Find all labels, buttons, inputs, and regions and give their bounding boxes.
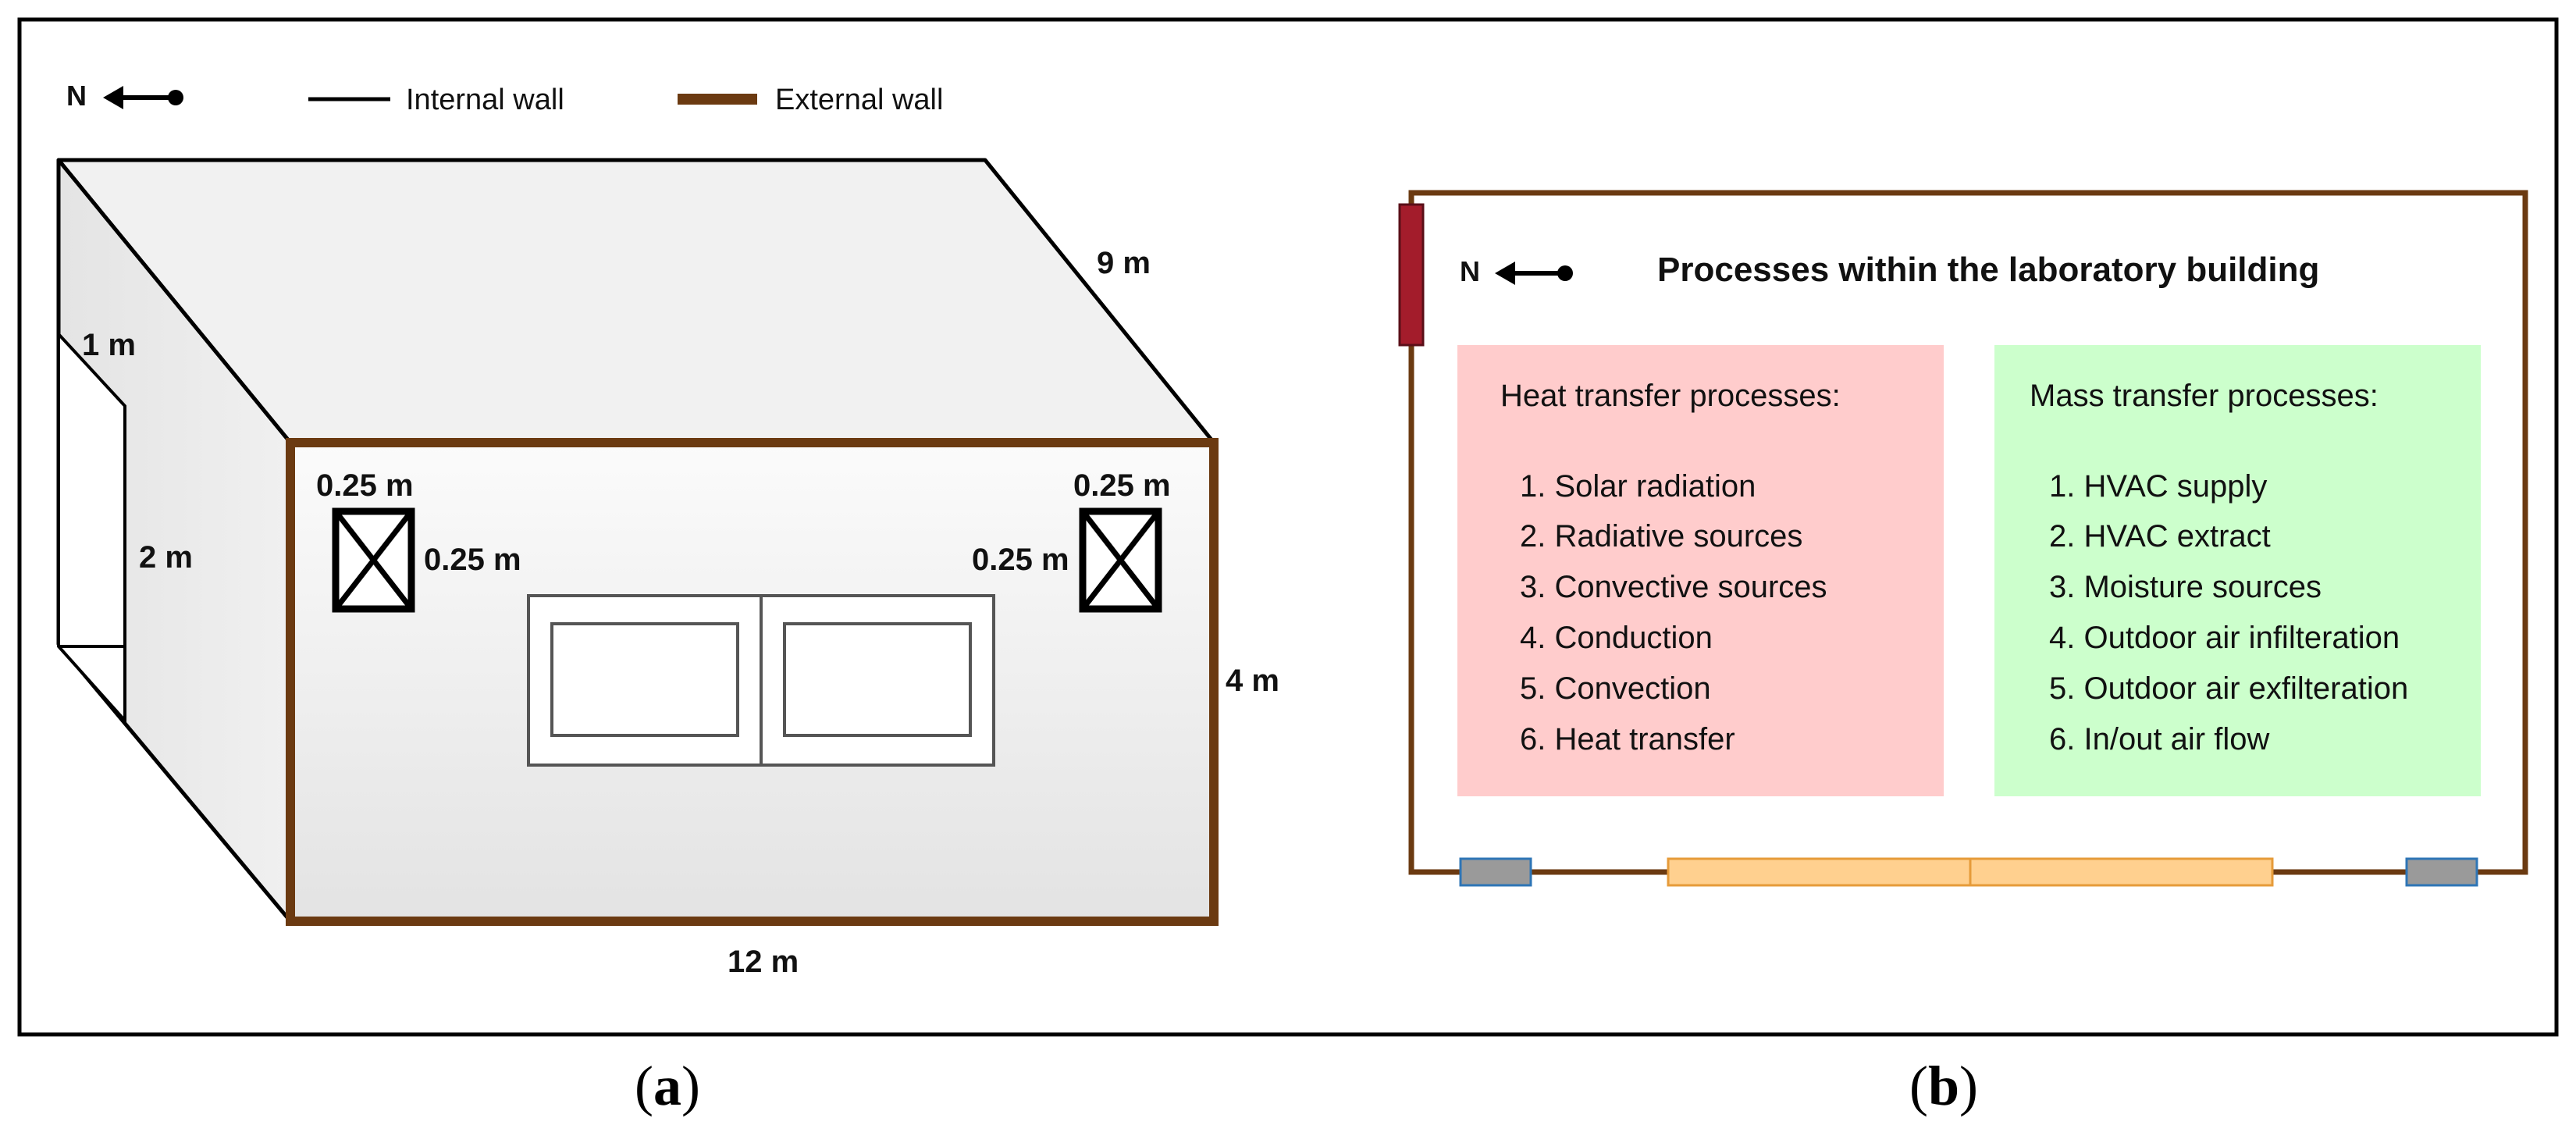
mass-item: 6. In/out air flow [2049, 722, 2269, 756]
dim-width: 12 m [728, 945, 799, 979]
heat-list: 1. Solar radiation 2. Radiative sources … [1520, 469, 1827, 756]
plan-window-left [1667, 857, 1972, 887]
heat-item: 3. Convective sources [1520, 570, 1827, 604]
vent-left-icon [332, 507, 415, 613]
heat-item: 5. Convection [1520, 671, 1711, 706]
plan-door [1398, 203, 1425, 347]
heat-item: 6. Heat transfer [1520, 722, 1735, 756]
side-door [57, 329, 126, 725]
dim-vent-left-top: 0.25 m [316, 468, 414, 503]
dim-height: 4 m [1226, 664, 1279, 698]
plan-north-label: N [1460, 255, 1480, 287]
heat-box [1457, 345, 1944, 796]
legend-north-label: N [66, 80, 87, 112]
dim-vent-right-top: 0.25 m [1073, 468, 1171, 503]
plan-vent-right [2405, 857, 2478, 887]
legend-external-wall: External wall [775, 84, 943, 116]
plan-vent-left [1459, 857, 1532, 887]
vent-right-icon [1079, 507, 1162, 613]
figure-frame [17, 17, 2559, 1037]
front-window [527, 594, 995, 767]
plan-title: Processes within the laboratory building [1657, 251, 2319, 289]
dim-door-height: 2 m [139, 540, 193, 575]
north-arrow-icon [103, 86, 183, 109]
caption-a-open: ( [635, 1055, 653, 1117]
legend: N Internal wall External wall [66, 80, 943, 116]
legend-internal-wall: Internal wall [406, 84, 564, 116]
caption-b-open: ( [1909, 1055, 1928, 1117]
panel-b: N Processes within the laboratory buildi… [1398, 190, 2528, 1117]
plan-north-arrow-icon [1495, 262, 1573, 285]
mass-item: 2. HVAC extract [2049, 519, 2271, 554]
caption-a: (a) [635, 1055, 700, 1117]
caption-a-close: ) [681, 1055, 700, 1117]
heat-item: 2. Radiative sources [1520, 519, 1802, 554]
mass-item: 4. Outdoor air infilteration [2049, 621, 2400, 655]
mass-item: 5. Outdoor air exfilteration [2049, 671, 2408, 706]
mass-item: 1. HVAC supply [2049, 469, 2267, 504]
caption-b-letter: b [1928, 1055, 1959, 1117]
mass-heading: Mass transfer processes: [2030, 379, 2379, 413]
dim-vent-left-side: 0.25 m [424, 543, 521, 577]
dim-depth: 9 m [1097, 246, 1151, 280]
mass-list: 1. HVAC supply 2. HVAC extract 3. Moistu… [2049, 469, 2408, 756]
mass-item: 3. Moisture sources [2049, 570, 2322, 604]
dim-door-top: 1 m [82, 328, 136, 362]
caption-b-close: ) [1959, 1055, 1978, 1117]
heat-heading: Heat transfer processes: [1500, 379, 1841, 413]
caption-a-letter: a [653, 1055, 681, 1117]
heat-item: 1. Solar radiation [1520, 469, 1756, 504]
panel-a: N Internal wall External wall [56, 80, 1279, 1117]
plan-window-right [1969, 857, 2274, 887]
heat-item: 4. Conduction [1520, 621, 1713, 655]
mass-box [1994, 345, 2481, 796]
caption-b: (b) [1909, 1055, 1978, 1117]
dim-vent-right-side: 0.25 m [972, 543, 1069, 577]
